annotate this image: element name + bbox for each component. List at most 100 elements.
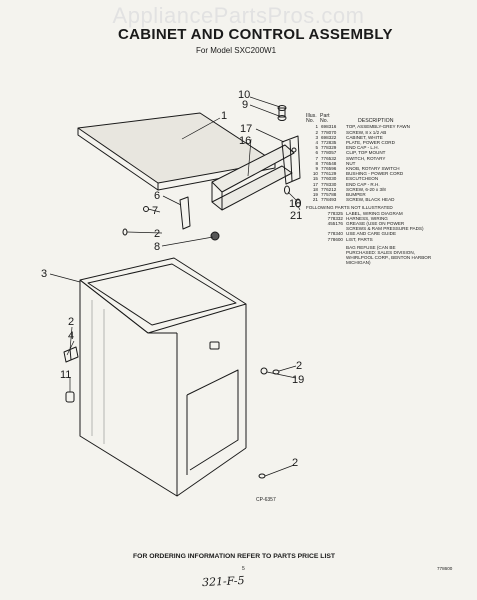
end-cap-left [179,196,191,230]
part-number: 455176 [327,221,343,227]
callout-8: 8 [154,241,160,253]
part-number: 776030 [321,176,337,182]
part-number: 772835 [321,140,337,146]
part-number: 778070 [321,129,337,135]
model-subtitle: For Model SXC200W1 [196,46,277,55]
part-description: CABINET, WHITE [346,134,383,140]
diagram-title: CABINET AND CONTROL ASSEMBLY [118,26,393,43]
part-number: 778325 [327,210,343,216]
part-number: 776548 [321,160,337,166]
part-description: PLATE, POWER CORD [346,140,395,146]
parts-list-header-2: No. No. DESCRIPTION [306,118,476,125]
header-no-2: No. [320,118,329,125]
part-number: 778600 [327,236,343,242]
part-description: SCREWS & RAM PRESSURE PADS) [346,226,424,232]
part-description: KNOB, ROTARY SWITCH [346,166,400,172]
note-line: WHIRLPOOL CORP., BENTON HARBOR [346,255,432,261]
handwritten-note: 321-F-5 [201,573,245,590]
callout-11: 11 [60,369,71,381]
illus-number: 15 [312,176,318,182]
part-description: TOP, ASSEMBLY-GREY FAWN [346,124,410,130]
part-number: 778493 [321,197,337,203]
part-description: LABEL, WIRING DIAGRAM [346,210,403,216]
table-row: SCREWS & RAM PRESSURE PADS) [306,226,476,231]
part-number: 778057 [321,150,337,156]
part-number: 776532 [321,155,337,161]
part-number: 776129 [321,171,337,177]
bumper [65,367,268,403]
part-description: BUMPER [346,192,366,198]
part-description: SWITCH, ROTARY [346,155,386,161]
part-number: 776212 [321,186,337,192]
callout-1: 1 [221,110,227,122]
not-illustrated-heading: FOLLOWING PARTS NOT ILLUSTRATED [306,205,393,211]
part-description: NUT [346,160,356,166]
watermark: AppliancePartsPros.com [112,3,365,28]
note-line: MICHIGAN) [346,260,371,266]
illus-number: 1 [315,124,318,130]
part-number: 698316 [321,124,337,130]
illus-number: 6 [315,150,318,156]
illus-number: 3 [315,134,318,140]
illus-number: 5 [315,145,318,151]
header-part: Part [320,113,330,119]
callout-4: 4 [68,330,74,342]
callout-16: 16 [239,135,251,147]
illus-number: 21 [312,197,318,203]
page-number: 5 [242,566,245,572]
header-description: DESCRIPTION [358,118,394,125]
illus-number: 17 [312,181,318,187]
part-number: 778340 [327,231,343,237]
part-description: SCREW, BLACK HEAD [346,197,395,203]
part-description: END CAP - L.H. [346,145,379,151]
callout-18: 18 [289,198,301,210]
part-description: BUSHING - POWER CORD [346,171,404,177]
callout-2-left: 2 [68,316,74,328]
callout-2-bottom: 2 [292,457,298,469]
illus-number: 19 [312,192,318,198]
parts-list-header: Illus. Part [306,113,476,119]
illus-number: 10 [312,171,318,177]
part-number: 778329 [321,145,337,151]
illus-number: 7 [315,155,318,161]
part-description: SCREW, 6-20 x 3/8 [346,186,386,192]
illus-number: 8 [315,160,318,166]
part-number: 698322 [321,134,337,140]
part-description: USE AND CARE GUIDE [346,231,397,237]
cabinet [79,257,247,497]
document-code: 778600 [437,566,453,571]
part-description: SCREW, 8 x 1/2 AB [346,129,387,135]
part-number: 778332 [327,215,343,221]
part-description: CLIP, TOP MOUNT [346,150,386,156]
illus-number: 18 [312,186,318,192]
footer-note: FOR ORDERING INFORMATION REFER TO PARTS … [133,553,336,560]
callout-17: 17 [240,123,252,135]
callout-3: 3 [41,268,47,280]
part-description: LIST, PARTS [346,236,373,242]
callout-7: 7 [152,205,158,217]
part-description: GREASE (USE ON POWER [346,221,405,227]
leader-lines [49,96,301,477]
knob [277,105,287,121]
callout-10: 10 [238,89,250,101]
